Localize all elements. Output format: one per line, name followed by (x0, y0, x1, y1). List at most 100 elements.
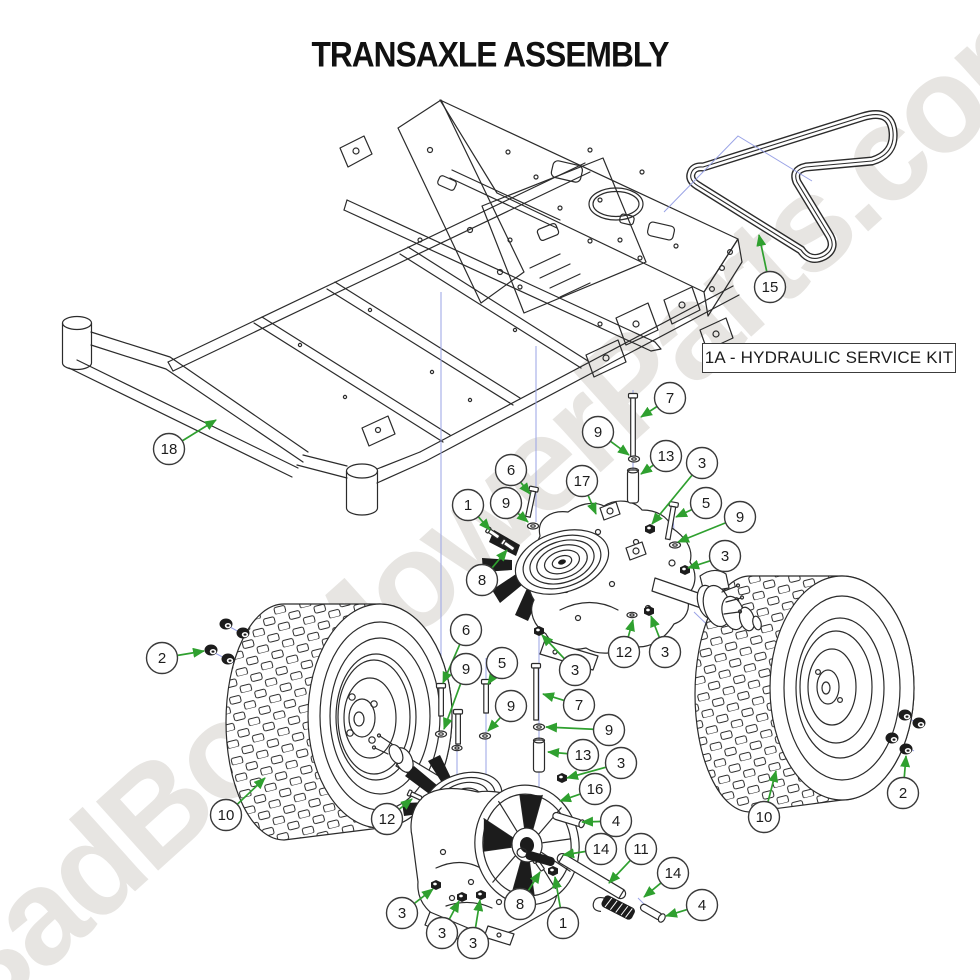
svg-text:9: 9 (507, 698, 515, 715)
washer (434, 730, 448, 738)
page-title: TRANSAXLE ASSEMBLY (311, 34, 669, 75)
hex-nut (557, 773, 567, 783)
callout-9: 9 (487, 689, 528, 732)
svg-text:3: 3 (661, 644, 669, 661)
callout-15: 15 (753, 234, 787, 304)
svg-text:2: 2 (899, 785, 907, 802)
callout-5: 5 (485, 646, 519, 685)
lug-nut (219, 618, 233, 630)
spacer-tube (532, 737, 546, 773)
svg-text:1: 1 (464, 497, 472, 514)
callout-3: 3 (651, 446, 719, 525)
svg-text:12: 12 (379, 811, 396, 828)
callout-14: 14 (643, 856, 690, 898)
callout-14: 14 (562, 832, 618, 866)
washer (478, 732, 492, 740)
svg-text:5: 5 (498, 655, 506, 672)
washer (626, 611, 638, 619)
washer (526, 522, 540, 530)
callout-9: 9 (443, 652, 483, 730)
bolt (664, 501, 679, 541)
hardware-layer (204, 392, 926, 923)
svg-text:12: 12 (616, 644, 633, 661)
bolt (480, 678, 492, 714)
service-kit-label: 1A - HYDRAULIC SERVICE KIT (702, 343, 956, 373)
svg-text:15: 15 (762, 279, 779, 296)
callout-1: 1 (451, 488, 491, 531)
lug-nut (885, 732, 899, 744)
screw (406, 789, 423, 801)
svg-text:3: 3 (438, 925, 446, 942)
callout-3: 3 (425, 900, 460, 950)
svg-text:4: 4 (698, 897, 706, 914)
spring-sleeve (516, 847, 555, 866)
svg-text:18: 18 (161, 441, 178, 458)
callout-6: 6 (494, 453, 531, 495)
callout-3: 3 (385, 888, 434, 930)
svg-text:9: 9 (502, 495, 510, 512)
svg-text:9: 9 (736, 509, 744, 526)
spring-rod (556, 852, 627, 900)
callout-8: 8 (503, 871, 541, 921)
svg-text:9: 9 (462, 661, 470, 678)
svg-text:6: 6 (507, 462, 515, 479)
svg-text:7: 7 (575, 697, 583, 714)
hex-nut (431, 880, 441, 890)
callout-4: 4 (581, 804, 633, 838)
bolt (530, 662, 542, 721)
svg-text:13: 13 (658, 448, 675, 465)
frame-drawing (61, 99, 743, 516)
spacer-tube (626, 467, 640, 504)
svg-text:3: 3 (469, 935, 477, 952)
callout-12: 12 (607, 619, 641, 669)
lug-nut (898, 709, 912, 721)
svg-text:4: 4 (612, 813, 620, 830)
callout-6: 6 (442, 613, 483, 684)
svg-text:6: 6 (462, 622, 470, 639)
callout-1: 1 (546, 876, 580, 940)
svg-text:8: 8 (478, 572, 486, 589)
callout-5: 5 (675, 486, 723, 520)
callout-17: 17 (565, 464, 599, 515)
screw (500, 538, 516, 552)
svg-text:11: 11 (633, 841, 649, 858)
svg-text:1: 1 (559, 915, 567, 932)
svg-text:3: 3 (698, 455, 706, 472)
svg-text:14: 14 (665, 865, 682, 882)
lug-nut (204, 644, 218, 656)
upper-transaxle (482, 500, 762, 671)
lug-nut (912, 717, 926, 729)
callout-4: 4 (665, 888, 719, 922)
svg-text:10: 10 (218, 807, 235, 824)
spring-coil (592, 895, 635, 920)
hex-nut (548, 866, 558, 876)
svg-text:9: 9 (594, 424, 602, 441)
svg-text:14: 14 (593, 841, 610, 858)
callout-7: 7 (542, 688, 596, 722)
svg-text:10: 10 (756, 809, 773, 826)
callout-2: 2 (145, 641, 205, 675)
hex-nut (476, 890, 486, 900)
clevis-pin (639, 903, 666, 923)
svg-text:2: 2 (158, 650, 166, 667)
callout-9: 9 (677, 500, 757, 543)
bolt (452, 708, 464, 745)
svg-text:3: 3 (617, 755, 625, 772)
callout-9: 9 (545, 713, 626, 747)
callout-3: 3 (687, 539, 742, 573)
callout-10: 10 (747, 770, 781, 834)
callout-11: 11 (608, 832, 658, 884)
svg-text:3: 3 (721, 548, 729, 565)
right-wheel (694, 575, 915, 813)
callout-16: 16 (559, 772, 612, 806)
svg-text:13: 13 (575, 747, 592, 764)
washer (627, 455, 641, 463)
washer (451, 744, 463, 752)
hex-nut (645, 524, 655, 534)
svg-text:9: 9 (605, 722, 613, 739)
svg-text:16: 16 (587, 781, 604, 798)
hex-nut (534, 626, 544, 636)
callout-12: 12 (370, 798, 413, 836)
hex-nut (644, 606, 654, 616)
